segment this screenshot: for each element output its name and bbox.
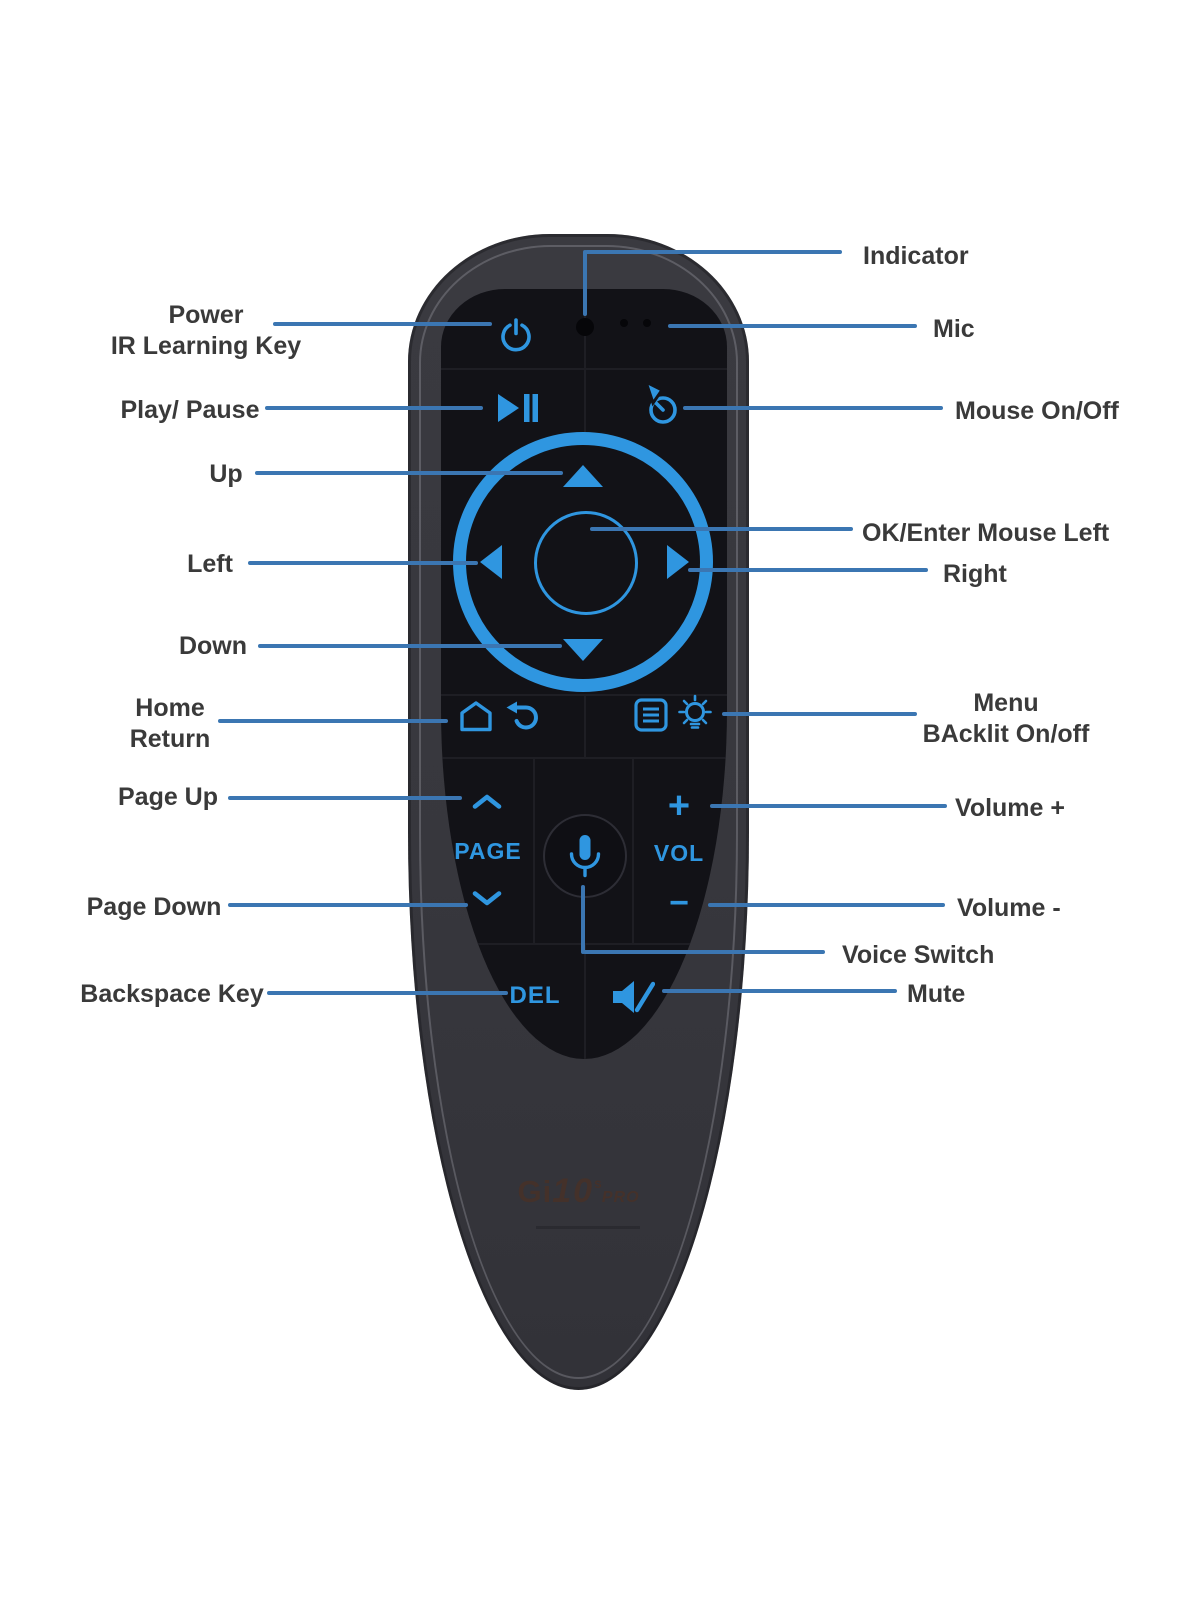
callout-label-left: Left xyxy=(187,550,233,578)
body-highlight-ring xyxy=(419,245,738,1379)
brand-logo-tagline xyxy=(536,1226,640,1229)
dpad-up-button[interactable] xyxy=(563,465,603,487)
power-icon xyxy=(501,318,531,352)
callout-line-mouse-on-off xyxy=(683,406,943,410)
callout-label-up: Up xyxy=(209,460,243,488)
play-pause-icon xyxy=(498,394,538,422)
voice-button[interactable] xyxy=(543,814,627,898)
callout-line-ok-enter xyxy=(590,527,853,531)
brand-logo-series: PRO xyxy=(601,1189,640,1206)
callout-line-indicator-vertical xyxy=(583,250,587,316)
callout-label-power: Power IR Learning Key xyxy=(110,301,302,360)
callout-line-down xyxy=(258,644,562,648)
power-button[interactable] xyxy=(497,317,535,355)
indicator-led xyxy=(576,318,594,336)
callout-line-play-pause xyxy=(265,406,483,410)
mouse-toggle-button[interactable] xyxy=(638,381,684,429)
callout-label-voice-switch: Voice Switch xyxy=(842,941,995,969)
return-icon xyxy=(506,701,538,730)
dpad-left-button[interactable] xyxy=(480,545,502,579)
callout-line-menu-backlit xyxy=(722,712,917,716)
mute-button[interactable] xyxy=(611,979,655,1015)
callout-label-ok-enter: OK/Enter Mouse Left xyxy=(862,519,1110,547)
vol-label: VOL xyxy=(653,840,705,866)
page-up-button[interactable] xyxy=(472,793,502,810)
mic-hole xyxy=(643,319,651,327)
callout-line-page-up xyxy=(228,796,462,800)
mouse-on-off-icon xyxy=(644,381,677,424)
callout-line-home-return xyxy=(218,719,448,723)
brand-logo-g: Gi xyxy=(517,1174,553,1209)
callout-line-page-down xyxy=(228,903,468,907)
callout-label-right: Right xyxy=(943,560,1007,588)
callout-label-volume-plus: Volume + xyxy=(955,794,1065,822)
home-button[interactable] xyxy=(458,700,494,732)
mic-hole xyxy=(620,319,628,327)
panel-divider xyxy=(584,696,586,757)
return-button[interactable] xyxy=(506,701,540,733)
callout-label-play-pause: Play/ Pause xyxy=(120,396,260,424)
callout-line-volume-minus xyxy=(708,903,945,907)
callout-line-power xyxy=(273,322,492,326)
brand-logo: Gi10sPRO xyxy=(408,1172,749,1211)
callout-line-voice-switch-vertical xyxy=(581,885,585,954)
backlight-bulb-icon xyxy=(678,694,712,729)
backlight-button[interactable] xyxy=(674,694,716,736)
callout-line-backspace xyxy=(267,991,508,995)
play-pause-button[interactable] xyxy=(498,394,538,422)
panel-divider xyxy=(632,759,634,943)
panel-divider xyxy=(441,694,727,696)
del-button[interactable]: DEL xyxy=(509,982,561,1009)
panel-divider xyxy=(584,370,586,432)
mute-icon xyxy=(613,981,655,1013)
page-label: PAGE xyxy=(454,838,522,864)
page-down-button[interactable] xyxy=(472,890,502,907)
callout-label-page-down: Page Down xyxy=(86,893,222,921)
microphone-icon xyxy=(569,835,601,878)
dpad-down-button[interactable] xyxy=(563,639,603,661)
callout-label-mic: Mic xyxy=(933,315,975,343)
panel-divider xyxy=(533,759,535,943)
callout-label-page-up: Page Up xyxy=(117,783,219,811)
panel-divider xyxy=(441,368,727,370)
menu-button[interactable] xyxy=(634,698,668,732)
brand-logo-model: 10 xyxy=(552,1172,595,1210)
brand-logo-sup: s xyxy=(594,1175,602,1191)
volume-plus-button[interactable]: + xyxy=(667,785,691,827)
panel-divider xyxy=(441,757,727,759)
callout-line-volume-plus xyxy=(710,804,947,808)
callout-label-menu-backlit: Menu BAcklit On/off xyxy=(922,689,1090,748)
dpad-right-button[interactable] xyxy=(667,545,689,579)
callout-label-indicator: Indicator xyxy=(863,242,969,270)
chevron-down-icon xyxy=(472,891,502,906)
volume-minus-button[interactable]: − xyxy=(669,884,689,922)
callout-label-mouse-on-off: Mouse On/Off xyxy=(955,397,1119,425)
callout-label-volume-minus: Volume - xyxy=(957,894,1061,922)
callout-line-right xyxy=(688,568,928,572)
panel-divider xyxy=(584,945,586,1059)
callout-label-backspace: Backspace Key xyxy=(80,980,264,1008)
callout-label-home-return: Home Return xyxy=(129,694,211,753)
home-icon xyxy=(460,701,492,732)
callout-label-down: Down xyxy=(178,632,248,660)
callout-line-left xyxy=(248,561,478,565)
callout-line-mic xyxy=(668,324,917,328)
callout-label-mute: Mute xyxy=(907,980,966,1008)
chevron-up-icon xyxy=(472,794,502,809)
callout-line-indicator xyxy=(585,250,842,254)
callout-line-mute xyxy=(662,989,897,993)
callout-line-voice-switch xyxy=(583,950,825,954)
ok-enter-button[interactable] xyxy=(534,511,638,615)
menu-icon xyxy=(634,698,668,732)
callout-line-up xyxy=(255,471,563,475)
